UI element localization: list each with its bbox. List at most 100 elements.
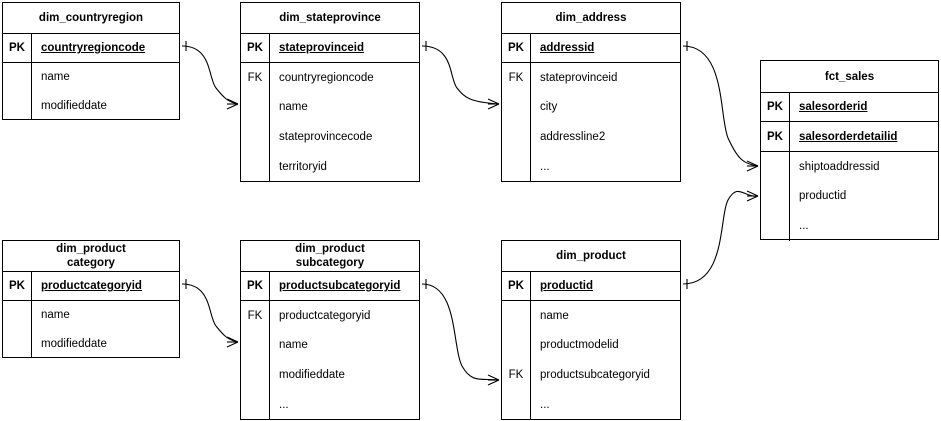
- relationship-line: [181, 45, 239, 105]
- field-key-marker: FK: [241, 301, 270, 330]
- field-key-marker: PK: [241, 272, 270, 300]
- entity-field-row[interactable]: PK countryregioncode: [3, 33, 179, 62]
- relationship-line: [682, 190, 759, 285]
- field-key-marker: PK: [502, 34, 531, 62]
- cardinality-many-foot: [746, 195, 759, 202]
- entity-field-row[interactable]: PK productsubcategoryid: [241, 271, 419, 300]
- field-key-marker: FK: [502, 63, 531, 92]
- field-name: ...: [279, 399, 289, 411]
- field-name: productsubcategoryid: [279, 280, 401, 292]
- field-name: countryregioncode: [279, 71, 374, 84]
- entity-field-row[interactable]: productid: [761, 181, 938, 211]
- entity-title: dim_address: [555, 12, 627, 24]
- relationship-productcategory-to-subcategory: [181, 279, 239, 348]
- entity-field-row[interactable]: ...: [502, 390, 680, 420]
- field-name: modifieddate: [41, 337, 107, 350]
- field-key-marker: [3, 301, 32, 329]
- field-key-marker: [241, 92, 270, 122]
- field-key-marker: [502, 122, 531, 152]
- entity-field-list: PK countryregioncode name modifieddate: [3, 33, 179, 120]
- entity-field-row[interactable]: modifieddate: [3, 91, 179, 120]
- field-key-marker: PK: [3, 34, 32, 62]
- field-name: productid: [799, 190, 847, 202]
- entity-field-row[interactable]: productmodelid: [502, 330, 680, 360]
- entity-field-row[interactable]: name: [241, 92, 419, 122]
- relationship-productsubcategory-to-product: [421, 279, 500, 386]
- relationship-line: [682, 45, 759, 167]
- relationship-product-to-sales: [682, 190, 759, 289]
- field-key-marker: [761, 152, 790, 181]
- entity-field-row[interactable]: FK productcategoryid: [241, 300, 419, 330]
- entity-field-row[interactable]: name: [3, 62, 179, 91]
- field-key-marker: FK: [241, 63, 270, 92]
- field-key-marker: [502, 92, 531, 122]
- entity-field-row[interactable]: stateprovincecode: [241, 122, 419, 152]
- relationship-stateprovince-to-address: [421, 41, 500, 110]
- entity-field-row[interactable]: name: [241, 330, 419, 360]
- entity-field-row[interactable]: PK productcategoryid: [3, 271, 179, 300]
- field-name: countryregioncode: [41, 42, 146, 54]
- field-key-marker: [3, 329, 32, 358]
- entity-field-row[interactable]: ...: [241, 390, 419, 420]
- field-name: salesorderdetailid: [799, 130, 898, 143]
- cardinality-many-foot: [487, 374, 500, 381]
- relationship-line: [421, 283, 500, 381]
- entity-field-row[interactable]: name: [3, 300, 179, 329]
- field-name: shiptoaddressid: [799, 160, 880, 173]
- field-key-marker: PK: [3, 272, 32, 300]
- field-name: ...: [799, 220, 809, 232]
- entity-field-row[interactable]: shiptoaddressid: [761, 151, 938, 181]
- field-key-marker: PK: [502, 272, 531, 300]
- field-key-marker: [502, 330, 531, 360]
- field-key-marker: [241, 122, 270, 152]
- field-key-marker: [761, 181, 790, 211]
- field-name: name: [41, 71, 70, 83]
- entity-field-row[interactable]: territoryid: [241, 152, 419, 182]
- entity-title: dim_countryregion: [38, 12, 144, 24]
- field-key-marker: [3, 63, 32, 91]
- entity-field-row[interactable]: ...: [502, 152, 680, 182]
- relationship-address-to-sales: [682, 41, 759, 172]
- entity-field-row[interactable]: ...: [761, 211, 938, 241]
- field-name: salesorderid: [799, 101, 868, 113]
- cardinality-many-foot: [487, 103, 500, 110]
- relationship-line: [181, 283, 239, 343]
- field-name: modifieddate: [279, 369, 345, 381]
- entity-field-row[interactable]: city: [502, 92, 680, 122]
- entity-field-row[interactable]: FK countryregioncode: [241, 62, 419, 92]
- field-key-marker: [3, 91, 32, 120]
- field-key-marker: [502, 301, 531, 330]
- field-name: productcategoryid: [279, 309, 371, 322]
- field-key-marker: PK: [241, 34, 270, 62]
- cardinality-many-foot: [226, 103, 239, 110]
- cardinality-many-foot: [746, 190, 759, 197]
- entity-field-row[interactable]: addressline2: [502, 122, 680, 152]
- field-key-marker: [241, 360, 270, 390]
- field-name: productcategoryid: [41, 280, 142, 292]
- entity-field-row[interactable]: modifieddate: [241, 360, 419, 390]
- field-key-marker: FK: [502, 360, 531, 390]
- field-name: territoryid: [279, 161, 327, 173]
- field-key-marker: [241, 152, 270, 182]
- entity-field-row[interactable]: name: [502, 300, 680, 330]
- entity-title: dim_product category: [56, 243, 126, 269]
- field-name: stateprovincecode: [279, 131, 373, 143]
- entity-field-row[interactable]: modifieddate: [3, 329, 179, 358]
- field-key-marker: [241, 390, 270, 420]
